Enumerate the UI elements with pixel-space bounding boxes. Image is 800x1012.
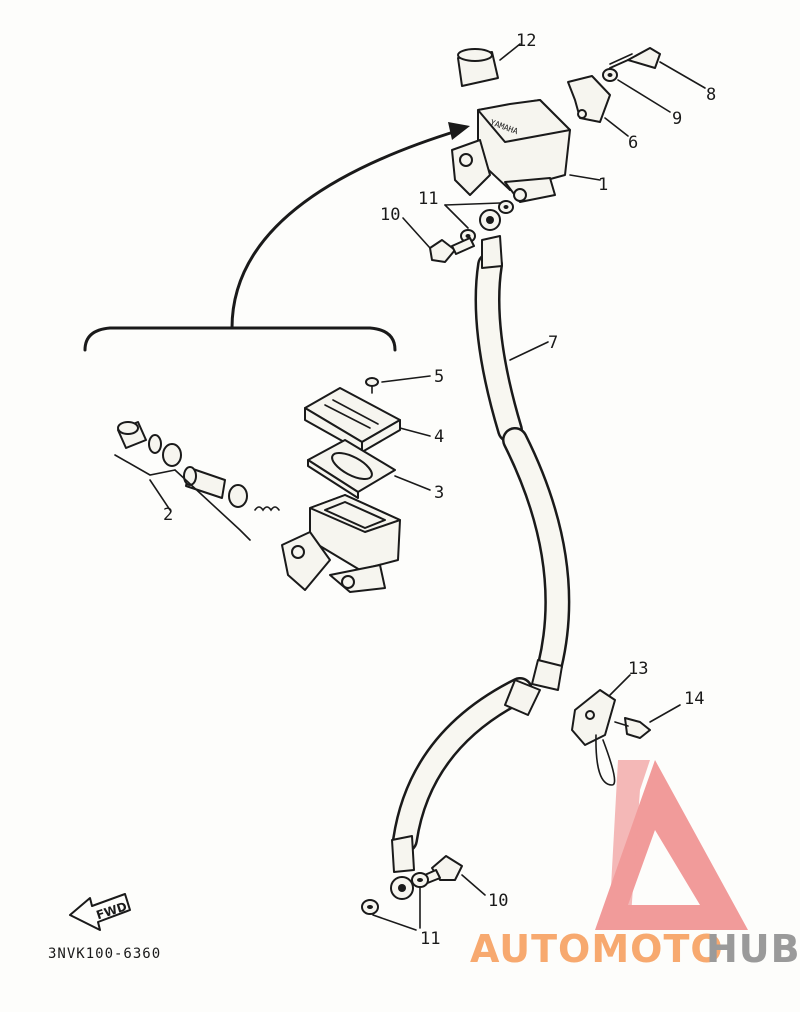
callout-3: 3: [434, 483, 444, 503]
callout-12: 12: [516, 31, 536, 51]
part-1-master-cylinder: YAMAHA: [451, 99, 601, 203]
part-12-cap: [457, 43, 521, 87]
watermark-text-hub: HUB: [706, 927, 800, 971]
fwd-arrow-icon: FWD: [69, 893, 131, 931]
callout-11-top: 11: [418, 189, 438, 209]
watermark-logo-icon: [595, 760, 748, 930]
explode-arrow-line: [230, 128, 462, 330]
callout-10-top: 10: [380, 205, 400, 225]
callout-14: 14: [684, 689, 704, 709]
part-11-washers-top: [444, 200, 514, 243]
part-3-diaphragm: [307, 439, 431, 499]
explode-arrow-head: [448, 122, 470, 140]
callout-5: 5: [434, 367, 444, 387]
callout-1: 1: [598, 175, 608, 195]
part-2-piston-kit: [114, 421, 280, 541]
part-10-bolt-bottom: [417, 855, 486, 896]
part-4-cover: [304, 387, 431, 453]
part-13-bracket: [571, 674, 631, 786]
callout-4: 4: [434, 427, 444, 447]
callout-11-bottom: 11: [420, 929, 440, 949]
drawing-code: 3NVK100-6360: [48, 946, 161, 962]
callout-7: 7: [548, 333, 558, 353]
callout-8: 8: [706, 85, 716, 105]
callout-9: 9: [672, 109, 682, 129]
watermark-text-automoto: AUTOMOTO: [470, 927, 724, 971]
part-9-washer: [602, 68, 671, 113]
part-11-washers-bottom: [361, 872, 429, 931]
part-10-bolt-top: [402, 217, 475, 263]
callout-10-bottom: 10: [488, 891, 508, 911]
part-8-bolt: [609, 47, 706, 89]
callout-2: 2: [163, 505, 173, 525]
part-7-brake-hose: [390, 209, 571, 900]
master-cylinder-body: [281, 494, 401, 593]
part-14-bolt: [614, 704, 681, 739]
explode-bracket: [83, 326, 397, 352]
callout-13: 13: [628, 659, 648, 679]
part-5-screw: [365, 375, 431, 394]
callout-6: 6: [628, 133, 638, 153]
part-6-clamp: [567, 75, 629, 137]
